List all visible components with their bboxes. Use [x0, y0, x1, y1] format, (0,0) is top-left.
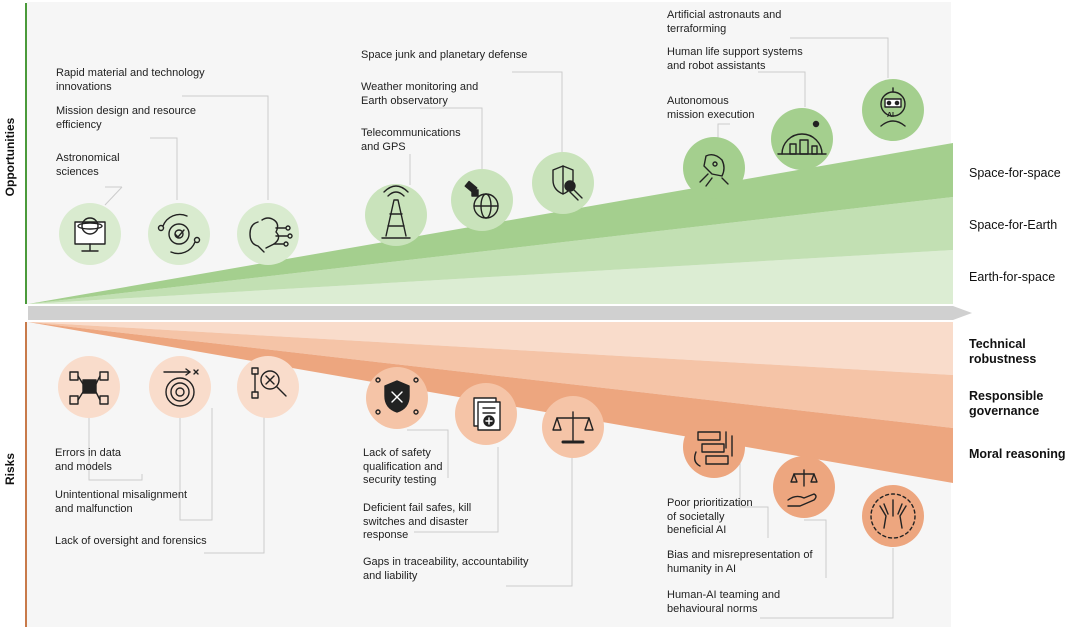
label-gaps-in-traceability: Gaps in traceability, accountability and… [363, 556, 529, 582]
opportunity-icon-circles [59, 79, 924, 265]
band-label-moral-reasoning: Moral reasoning [969, 447, 1066, 461]
label-mission-design-efficiency: Mission design and resource efficiency [56, 105, 197, 131]
label-deficient-fail-safes: Deficient fail safes, kill switches and … [363, 502, 472, 541]
telecom-tower-icon [381, 185, 411, 239]
risks-section-label: Risks [3, 452, 17, 486]
robot-ai-badge: AI [887, 112, 894, 119]
gear-cycle-icon [157, 213, 201, 255]
target-miss-icon [163, 368, 199, 407]
label-lack-of-safety: Lack of safety qualification and securit… [363, 447, 443, 486]
timeline-arrow [28, 306, 972, 320]
satellite-globe-icon [464, 180, 499, 219]
dome-habitat-icon [777, 120, 827, 155]
scales-justice-icon [552, 411, 594, 444]
label-space-junk-defense: Space junk and planetary defense [361, 49, 528, 61]
label-autonomous-mission: Autonomous mission execution [667, 95, 755, 121]
risk-connectors [88, 408, 894, 619]
label-astronomical-sciences: Astronomical sciences [56, 152, 120, 178]
label-artificial-astronauts: Artificial astronauts and terraforming [667, 9, 782, 35]
band-label-responsible-governance: Responsible governance [969, 389, 1044, 418]
band-label-space-for-earth: Space-for-Earth [969, 218, 1058, 232]
label-telecommunications-gps: Telecommunications and GPS [361, 127, 461, 153]
label-human-life-support: Human life support systems and robot ass… [667, 46, 803, 72]
label-weather-monitoring: Weather monitoring and Earth observatory [361, 81, 479, 107]
band-label-technical-robustness: Technical robustness [969, 337, 1037, 366]
label-errors-in-data: Errors in data and models [55, 447, 122, 473]
priority-flowchart-icon [693, 431, 733, 467]
data-error-network-icon [69, 371, 109, 405]
band-label-earth-for-space: Earth-for-space [969, 270, 1056, 284]
security-shield-icon [375, 377, 419, 415]
brain-circuit-icon [249, 217, 293, 253]
hand-scales-icon [787, 469, 818, 507]
label-human-ai-teaming: Human-AI teaming and behavioural norms [667, 589, 781, 615]
label-unintentional-misalignment: Unintentional misalignment and malfuncti… [55, 489, 188, 515]
planetary-shield-icon [552, 165, 583, 201]
opportunity-connectors [104, 37, 889, 206]
opportunities-section-label: Opportunities [3, 117, 17, 197]
document-medical-icon [473, 397, 501, 431]
label-bias-misrepresentation: Bias and misrepresentation of humanity i… [667, 549, 813, 575]
observatory-screen-icon [74, 217, 106, 252]
label-rapid-material-innovations: Rapid material and technology innovation… [56, 67, 205, 93]
rocket-icon [699, 153, 729, 187]
human-ai-hands-icon [870, 493, 916, 539]
robot-head-icon [880, 87, 906, 127]
label-lack-of-oversight: Lack of oversight and forensics [55, 535, 207, 547]
label-poor-prioritization: Poor prioritization of societally benefi… [667, 497, 753, 536]
band-label-space-for-space: Space-for-space [969, 166, 1061, 180]
magnifier-inspect-icon [251, 367, 287, 399]
